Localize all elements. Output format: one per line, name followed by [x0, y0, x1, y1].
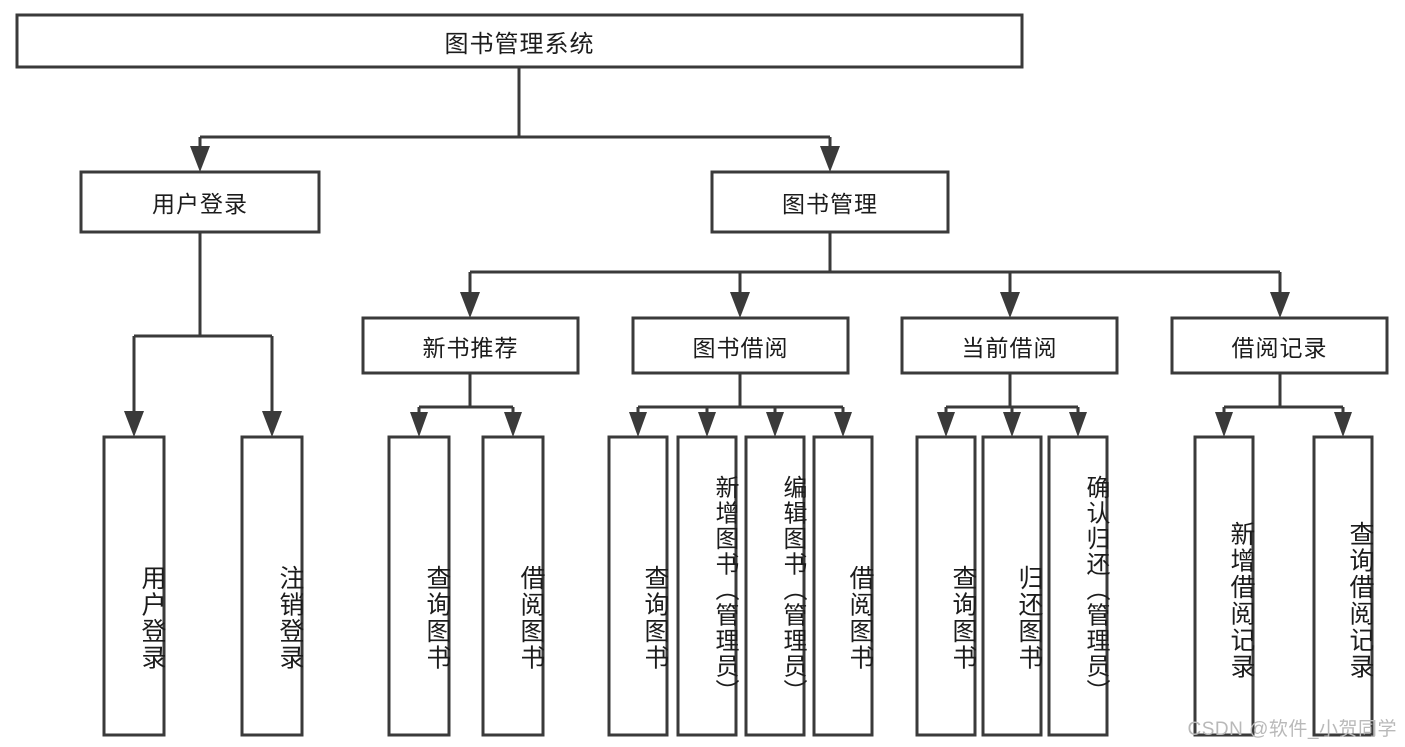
- connector-book-management-to-level3: [460, 232, 1290, 318]
- node-borrow-record[interactable]: [1170, 316, 1389, 375]
- leaf-query-book-borrow[interactable]: [607, 435, 669, 737]
- leaf-query-borrow-record[interactable]: [1312, 435, 1374, 737]
- leaf-borrow-book-recommend[interactable]: [481, 435, 545, 737]
- leaf-query-book-recommend[interactable]: [387, 435, 451, 737]
- leaf-edit-book-admin[interactable]: [744, 435, 806, 737]
- leaf-user-login[interactable]: [102, 435, 166, 737]
- leaf-query-book-current[interactable]: [915, 435, 977, 737]
- node-user-login[interactable]: [79, 170, 321, 234]
- connector-new-book-recommend-to-leaves: [410, 373, 522, 437]
- connector-borrow-record-to-leaves: [1215, 373, 1352, 437]
- node-root-book-management-system[interactable]: [15, 13, 1024, 69]
- node-book-management[interactable]: [710, 170, 950, 234]
- leaf-add-book-admin[interactable]: [676, 435, 738, 737]
- node-current-borrow[interactable]: [900, 316, 1119, 375]
- leaf-confirm-return-admin[interactable]: [1047, 435, 1109, 737]
- connector-current-borrow-to-leaves: [937, 373, 1087, 437]
- node-book-borrow[interactable]: [631, 316, 850, 375]
- node-new-book-recommend[interactable]: [361, 316, 580, 375]
- leaf-add-borrow-record[interactable]: [1193, 435, 1255, 737]
- connector-root-to-level2: [190, 67, 840, 172]
- leaf-logout[interactable]: [240, 435, 304, 737]
- leaf-return-book[interactable]: [981, 435, 1043, 737]
- connector-book-borrow-to-leaves: [629, 373, 852, 437]
- leaf-borrow-book[interactable]: [812, 435, 874, 737]
- connector-user-login-to-leaves: [124, 232, 282, 437]
